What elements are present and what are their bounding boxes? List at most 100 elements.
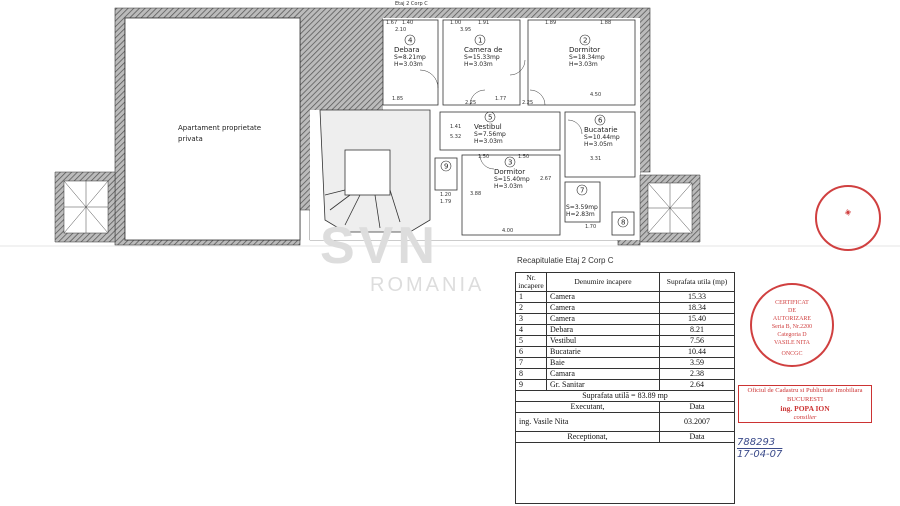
area-summary-table: Nr. incapere Denumire incapere Suprafata… (515, 272, 735, 504)
room-name: Bucatarie (546, 346, 660, 358)
dimension-label: 1.00 (450, 20, 461, 26)
room-area: 15.40 (659, 313, 735, 325)
room-height: H=3.03m (569, 61, 598, 68)
cadastre-office-stamp: Oficiul de Cadastru si Publicitate Imobi… (738, 385, 872, 423)
room-name: Dormitor (569, 46, 600, 54)
room-name: Baie (546, 357, 660, 369)
dimension-label: 1.88 (600, 20, 611, 26)
room-nr: 7 (515, 357, 547, 369)
room-height: H=3.05m (584, 141, 613, 148)
dimension-label: 1.50 (478, 154, 489, 160)
dimension-label: 4.00 (502, 228, 513, 234)
room-nr: 9 (515, 379, 547, 391)
room-area: S=10.44mp (584, 134, 620, 141)
receptionat-label: Receptionat, (515, 431, 660, 443)
room-nr: 7 (580, 187, 584, 195)
room-number-circle (484, 111, 496, 123)
dimension-label: 4.50 (590, 92, 601, 98)
room-nr: 9 (444, 163, 448, 171)
office-role: consilier (793, 414, 817, 421)
room-nr: 4 (408, 37, 413, 45)
header-nr: Nr. incapere (515, 272, 547, 292)
doors (419, 59, 583, 170)
office-line2: BUCURESTI (786, 396, 824, 403)
room-height: H=3.03m (474, 138, 503, 145)
dimension-label: 3.88 (470, 191, 481, 197)
handwritten-date: 17-04-07 (737, 449, 783, 460)
handwritten-number: 788293 (737, 437, 776, 448)
date-label-2: Data (659, 431, 735, 443)
room-nr: 5 (515, 335, 547, 347)
room-name: Gr. Sanitar (546, 379, 660, 391)
dimension-label: 1.77 (495, 96, 506, 102)
room-area: S=8.21mp (394, 54, 426, 61)
dimension-label: 3.31 (590, 156, 601, 162)
room-number-circle (576, 184, 588, 196)
room-number-circle (404, 34, 416, 46)
corner-tower-right (639, 174, 701, 243)
neighbor-label: Apartament proprietate (178, 124, 261, 132)
room-number-circle (579, 34, 591, 46)
room-area: 2.38 (659, 368, 735, 380)
watermark: SVN ROMANIA (320, 218, 510, 296)
room-height: H=3.03m (494, 183, 523, 190)
room-nr: 1 (515, 291, 547, 303)
room-number-circle (474, 34, 486, 46)
room-nr: 8 (515, 368, 547, 380)
total-area: Suprafata utilă = 83.89 mp (515, 390, 735, 402)
room-number-circle (594, 114, 606, 126)
room-nr: 6 (598, 117, 603, 125)
room-height: H=3.03m (464, 61, 493, 68)
room-name: Camara (546, 368, 660, 380)
executant-name: ing. Vasile Nita (515, 412, 660, 432)
room-walls (319, 19, 636, 236)
room-area: 2.64 (659, 379, 735, 391)
receptionat-signature-area (515, 442, 735, 504)
room-name: Debara (546, 324, 660, 336)
room-area: 10.44 (659, 346, 735, 358)
dimension-label: 1.20 (440, 192, 451, 198)
header-area: Suprafata utila (mp) (659, 272, 735, 292)
room-nr: 4 (515, 324, 547, 336)
room-area: 15.33 (659, 291, 735, 303)
dimension-label: 1.79 (440, 199, 451, 205)
room-area: S=7.56mp (474, 131, 506, 138)
room-nr: 1 (478, 37, 482, 45)
room-number-circle (617, 216, 629, 228)
plan-header: Etaj 2 Corp C (395, 1, 428, 7)
room-area: 3.59 (659, 357, 735, 369)
dimension-label: 1.70 (585, 224, 596, 230)
dimension-label: 1.89 (545, 20, 556, 26)
dimension-label: 1.40 (402, 20, 413, 26)
dimension-label: 2.10 (395, 27, 406, 33)
room-number-circle (504, 156, 516, 168)
room-name: Vestibul (546, 335, 660, 347)
room-name: Debara (394, 46, 420, 54)
room-area: S=3.59mp (566, 204, 598, 211)
dimension-label: 1.85 (392, 96, 403, 102)
executant-label: Executant, (515, 401, 660, 413)
room-height: H=3.03m (394, 61, 423, 68)
room-name: Camera (546, 313, 660, 325)
room-name: Camera (546, 291, 660, 303)
watermark-sub: ROMANIA (370, 274, 485, 296)
room-area: 18.34 (659, 302, 735, 314)
room-number-circle (440, 160, 452, 172)
dimension-label: 1.67 (386, 20, 397, 26)
room-area: S=15.33mp (464, 54, 500, 61)
room-nr: 3 (508, 159, 512, 167)
room-nr: 2 (515, 302, 547, 314)
table-header-row: Nr. incapere Denumire incapere Suprafata… (515, 272, 735, 292)
room-name: Camera (546, 302, 660, 314)
dimension-label: 1.91 (478, 20, 489, 26)
room-area: 8.21 (659, 324, 735, 336)
room-nr: 2 (583, 37, 587, 45)
